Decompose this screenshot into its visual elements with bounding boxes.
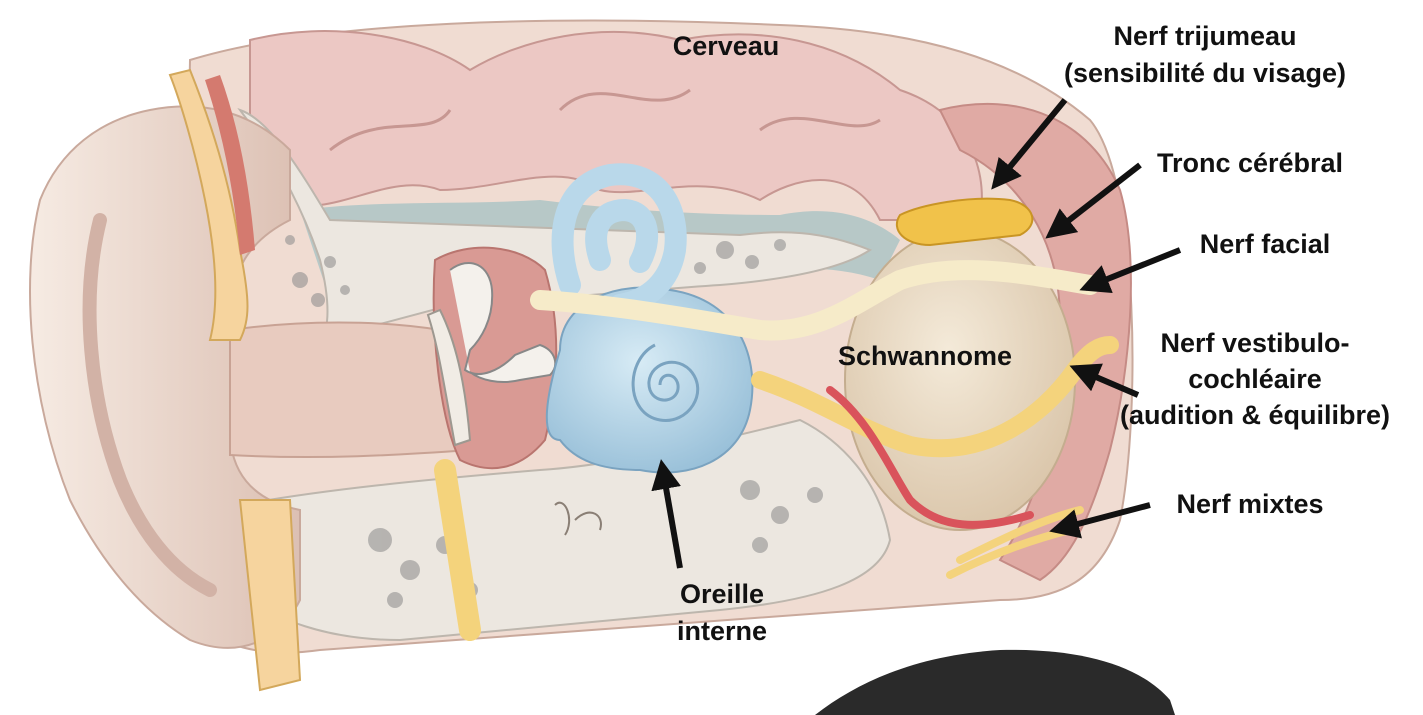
label-tronc: Tronc cérébral <box>1157 148 1343 178</box>
label-vestibulo-3: (audition & équilibre) <box>1120 400 1390 430</box>
label-trijumeau-2: (sensibilité du visage) <box>1064 58 1346 88</box>
label-trijumeau-1: Nerf trijumeau <box>1113 21 1296 51</box>
label-mixtes: Nerf mixtes <box>1176 489 1323 519</box>
skin-layer-lower <box>240 500 300 690</box>
label-vestibulo-1: Nerf vestibulo- <box>1160 328 1349 358</box>
label-oreille-2: interne <box>677 616 767 646</box>
hair <box>815 650 1175 715</box>
ear-canal <box>230 323 470 458</box>
label-schwannome: Schwannome <box>838 341 1012 371</box>
label-facial: Nerf facial <box>1200 229 1331 259</box>
label-oreille-1: Oreille <box>680 579 764 609</box>
label-cerveau: Cerveau <box>673 31 780 61</box>
label-vestibulo-2: cochléaire <box>1188 364 1322 394</box>
